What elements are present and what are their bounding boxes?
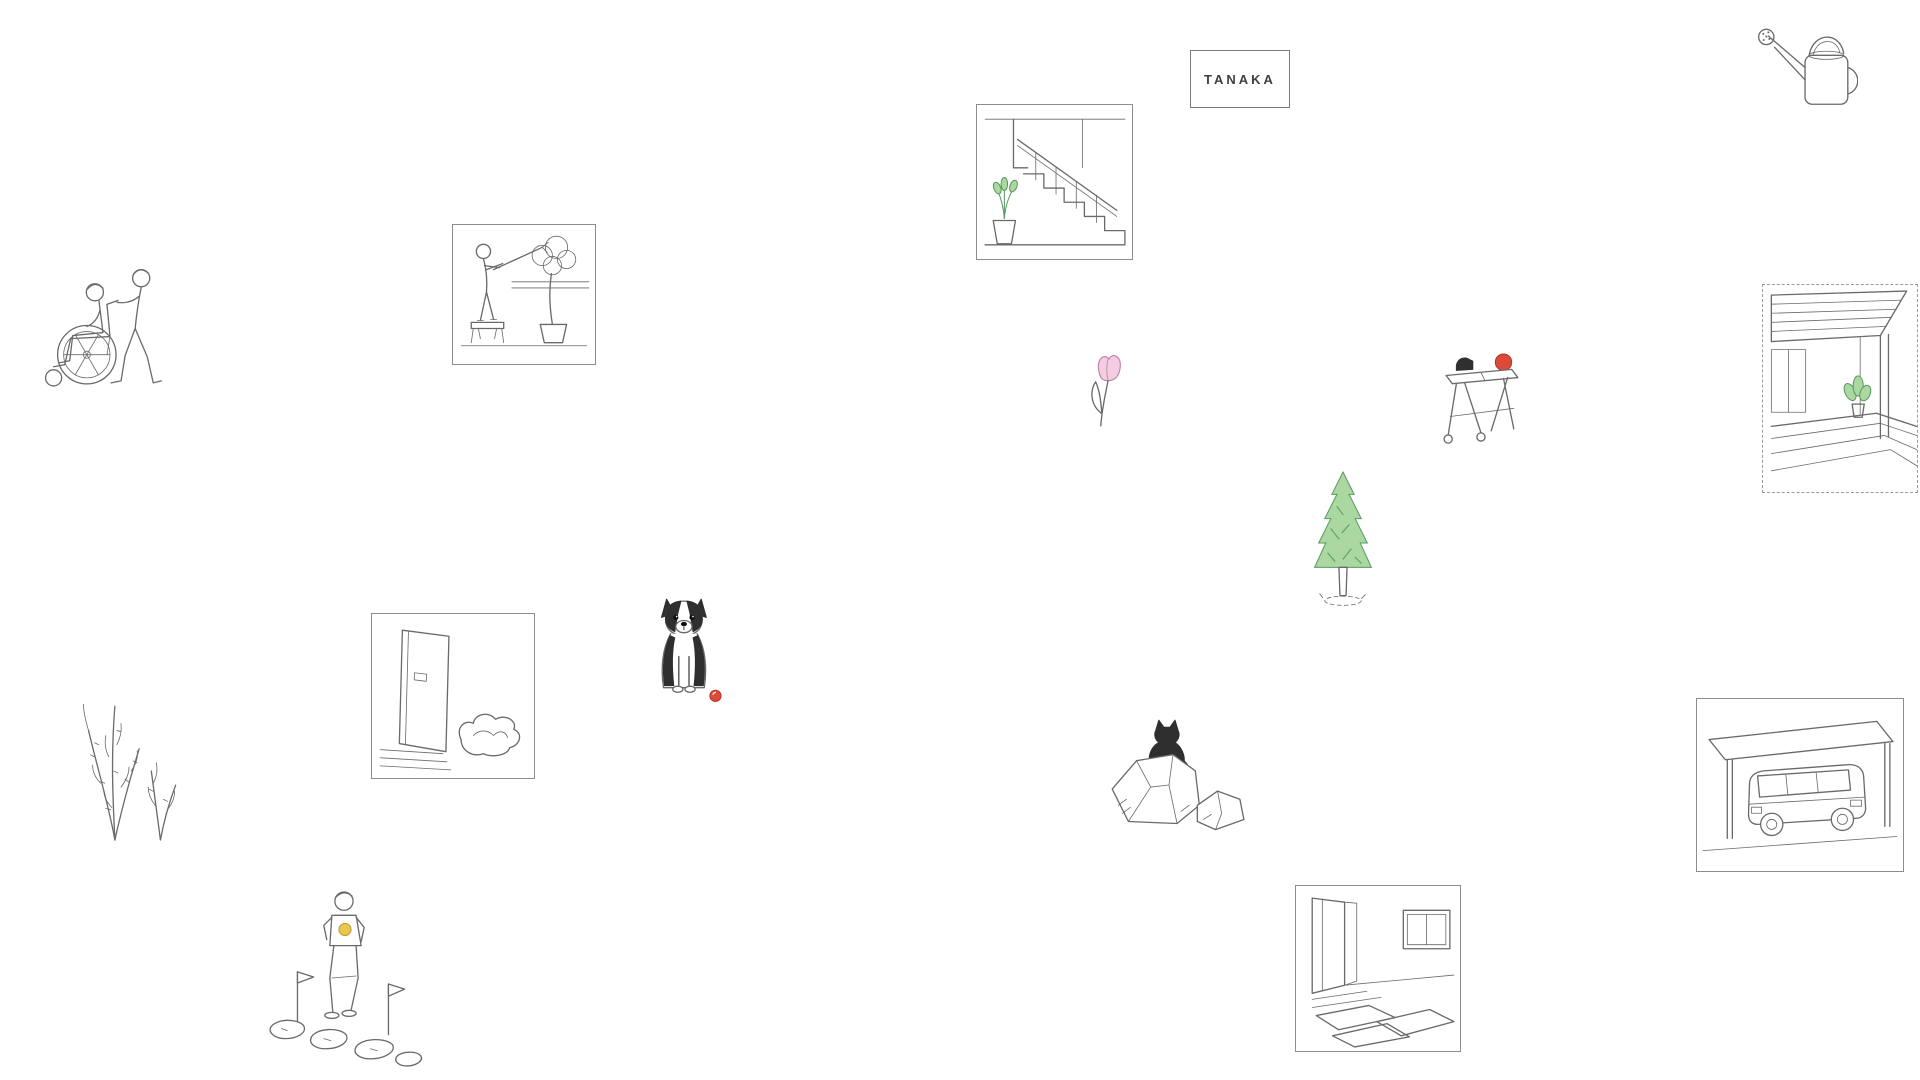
stepping-stones-icon — [269, 891, 423, 1067]
watering-can-illustration[interactable] — [1750, 16, 1858, 114]
staircase-illustration[interactable] — [976, 104, 1133, 260]
rocks-with-cat-illustration[interactable] — [1096, 716, 1250, 851]
tree-pruning-icon — [460, 235, 590, 347]
workbench-icon — [1443, 353, 1519, 444]
stepping-stones-illustration[interactable] — [263, 885, 430, 1072]
tatami-entryway-icon — [1311, 897, 1455, 1048]
nameplate-sign[interactable]: TANAKA — [1190, 50, 1290, 108]
cactus-illustration[interactable] — [64, 686, 186, 846]
carport-van-illustration[interactable] — [1696, 698, 1904, 872]
rocks-with-cat-icon — [1111, 719, 1245, 831]
watering-can-icon — [1757, 28, 1858, 105]
wheelchair-couple-illustration[interactable] — [36, 252, 188, 398]
tulip-icon — [1091, 355, 1121, 427]
carport-van-icon — [1702, 720, 1898, 852]
wheelchair-couple-icon — [44, 268, 162, 387]
porch-veranda-icon — [1770, 290, 1917, 472]
porch-veranda-illustration[interactable] — [1762, 284, 1918, 493]
tatami-entryway-illustration[interactable] — [1295, 885, 1461, 1052]
tree-pruning-illustration[interactable] — [452, 224, 596, 365]
nameplate-label: TANAKA — [1204, 71, 1276, 87]
cactus-icon — [83, 703, 177, 841]
boston-terrier-icon — [661, 598, 722, 702]
boston-terrier-illustration[interactable] — [653, 593, 725, 705]
workbench-illustration[interactable] — [1440, 344, 1524, 448]
door-pet-bed-illustration[interactable] — [371, 613, 535, 779]
tulip-illustration[interactable] — [1086, 350, 1132, 432]
door-pet-bed-icon — [379, 629, 521, 771]
staircase-icon — [984, 118, 1126, 246]
conifer-tree-icon — [1313, 470, 1373, 606]
conifer-tree-illustration[interactable] — [1306, 468, 1380, 618]
